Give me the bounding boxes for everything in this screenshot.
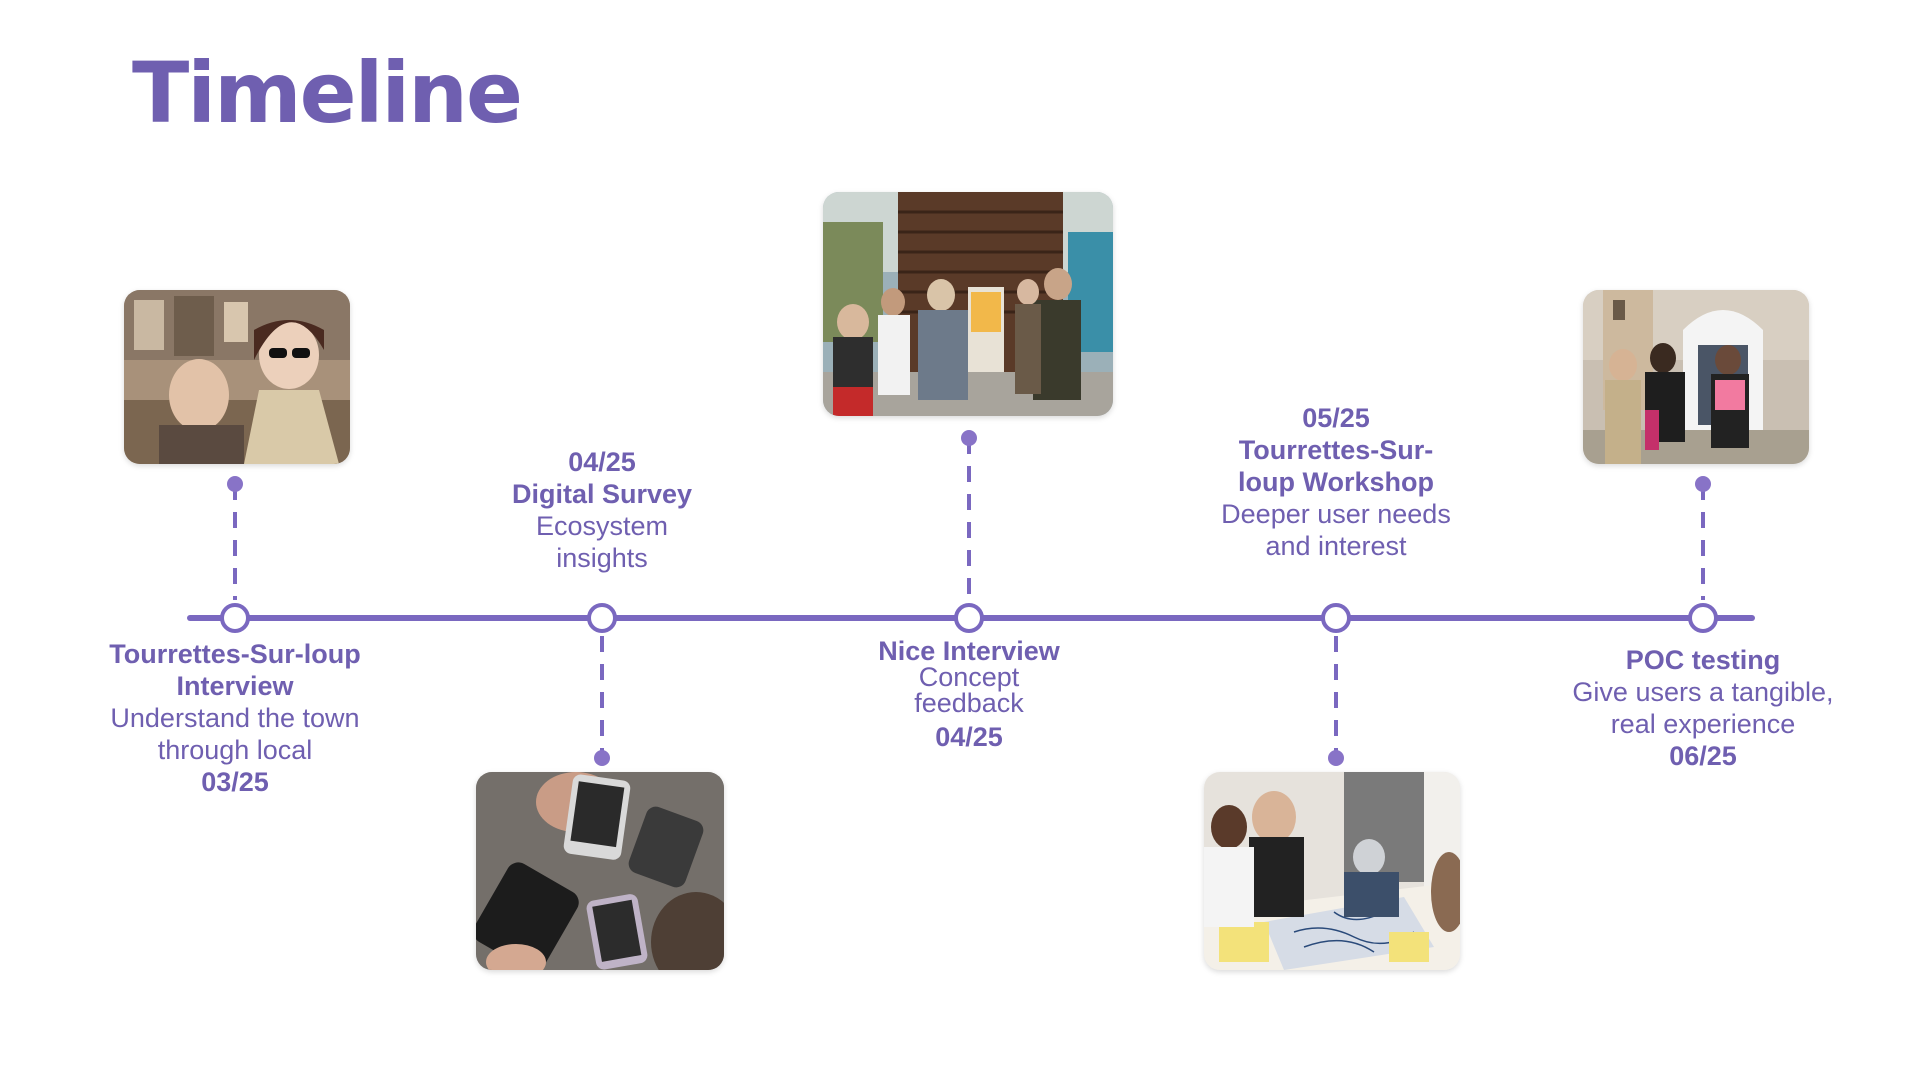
connector-dot-4 (1328, 750, 1344, 766)
milestone-4-label: 05/25 Tourrettes-Sur-loup Workshop Deepe… (1176, 402, 1496, 562)
milestone-5-label: POC testing Give users a tangible, real … (1528, 644, 1878, 772)
milestone-3-date: 04/25 (935, 722, 1003, 752)
milestone-2-label: 04/25 Digital Survey Ecosystem insights (442, 446, 762, 574)
milestone-4-date: 05/25 (1302, 403, 1370, 433)
timeline-node-5 (1688, 603, 1718, 633)
page-title: Timeline (132, 44, 523, 142)
two-people-portrait-photo (124, 290, 350, 464)
milestone-2-title: Digital Survey (511, 479, 693, 509)
connector-dot-3 (961, 430, 977, 446)
timeline-node-3 (954, 603, 984, 633)
milestone-5-title: POC testing (1625, 645, 1781, 675)
milestone-1-description: Understand the town through local (110, 703, 360, 765)
milestone-5-date: 06/25 (1669, 741, 1737, 771)
street-kiosk-group-photo (823, 192, 1113, 416)
milestone-5-description: Give users a tangible, real experience (1572, 677, 1834, 739)
connector-dot-5 (1695, 476, 1711, 492)
milestone-4-title: Tourrettes-Sur-loup Workshop (1238, 435, 1434, 497)
milestone-3-label: Nice Interview Concept feedback 04/25 (809, 636, 1129, 752)
timeline-node-2 (587, 603, 617, 633)
milestone-3-description: Concept feedback (914, 662, 1024, 718)
outdoor-arch-testing-photo (1583, 290, 1809, 464)
workshop-map-table-photo (1204, 772, 1460, 970)
milestone-1-label: Tourrettes-Sur-loup Interview Understand… (75, 638, 395, 798)
connector-dot-1 (227, 476, 243, 492)
timeline-node-4 (1321, 603, 1351, 633)
milestone-2-description: Ecosystem insights (535, 511, 669, 573)
connector-dot-2 (594, 750, 610, 766)
milestone-1-title: Tourrettes-Sur-loup Interview (109, 639, 361, 701)
smartphones-survey-photo (476, 772, 724, 970)
milestone-4-description: Deeper user needs and interest (1221, 499, 1451, 561)
milestone-3-title: Nice Interview (878, 636, 1060, 666)
timeline-node-1 (220, 603, 250, 633)
milestone-2-date: 04/25 (568, 447, 636, 477)
milestone-1-date: 03/25 (201, 767, 269, 797)
